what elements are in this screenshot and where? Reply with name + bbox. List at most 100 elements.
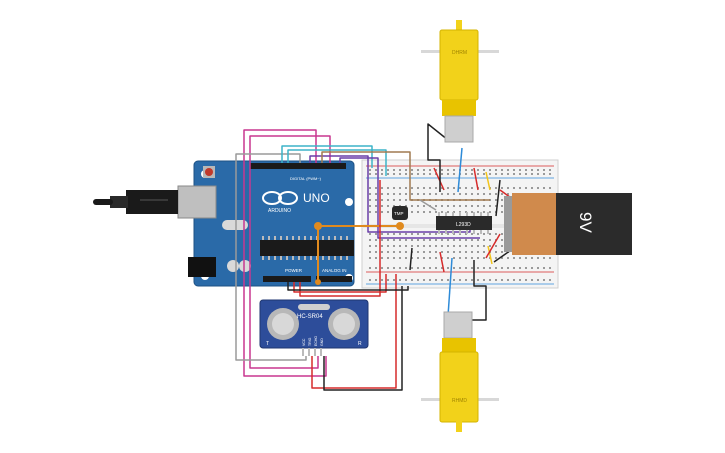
- breadboard-hole: [447, 245, 449, 247]
- breadboard-hole: [483, 173, 485, 175]
- breadboard-hole: [369, 187, 371, 189]
- breadboard-hole: [483, 211, 485, 213]
- bottom-motor: RHMD: [421, 311, 499, 432]
- breadboard-hole: [417, 187, 419, 189]
- breadboard-hole: [423, 279, 425, 281]
- breadboard-hole: [387, 267, 389, 269]
- breadboard-hole: [369, 245, 371, 247]
- chip-pin: [346, 236, 348, 240]
- breadboard-hole: [543, 169, 545, 171]
- breadboard-hole: [399, 279, 401, 281]
- breadboard-hole: [471, 173, 473, 175]
- chip-pin: [328, 256, 330, 260]
- breadboard-hole: [453, 245, 455, 247]
- breadboard-hole: [375, 239, 377, 241]
- breadboard-hole: [507, 173, 509, 175]
- breadboard-hole: [513, 257, 515, 259]
- breadboard-hole: [399, 193, 401, 195]
- breadboard-hole: [453, 187, 455, 189]
- breadboard-hole: [477, 279, 479, 281]
- breadboard-hole: [405, 233, 407, 235]
- breadboard-hole: [375, 257, 377, 259]
- breadboard-hole: [477, 211, 479, 213]
- driver-pin: [445, 212, 447, 216]
- sensor-label: HC-SR04: [297, 314, 323, 320]
- breadboard-hole: [417, 193, 419, 195]
- breadboard-hole: [381, 239, 383, 241]
- chip-pin: [286, 236, 288, 240]
- breadboard-hole: [465, 169, 467, 171]
- breadboard-hole: [417, 239, 419, 241]
- breadboard-hole: [411, 193, 413, 195]
- breadboard-hole: [369, 211, 371, 213]
- breadboard-hole: [441, 233, 443, 235]
- breadboard-hole: [471, 233, 473, 235]
- breadboard-hole: [531, 187, 533, 189]
- breadboard-hole: [441, 173, 443, 175]
- breadboard-hole: [405, 239, 407, 241]
- breadboard-hole: [489, 173, 491, 175]
- breadboard-hole: [405, 279, 407, 281]
- breadboard-hole: [411, 169, 413, 171]
- breadboard-hole: [483, 193, 485, 195]
- driver-pin: [480, 230, 482, 234]
- breadboard-hole: [393, 251, 395, 253]
- breadboard-hole: [489, 193, 491, 195]
- breadboard-hole: [471, 267, 473, 269]
- breadboard-hole: [405, 173, 407, 175]
- chip-pin: [334, 236, 336, 240]
- breadboard-hole: [387, 233, 389, 235]
- breadboard-hole: [399, 173, 401, 175]
- breadboard-hole: [507, 193, 509, 195]
- breadboard-hole: [387, 211, 389, 213]
- breadboard-hole: [375, 279, 377, 281]
- breadboard-hole: [483, 251, 485, 253]
- breadboard-hole: [411, 267, 413, 269]
- breadboard-hole: [411, 205, 413, 207]
- breadboard-hole: [387, 187, 389, 189]
- breadboard-hole: [441, 169, 443, 171]
- driver-pin: [445, 230, 447, 234]
- top-motor: DHRM: [421, 20, 499, 143]
- breadboard-hole: [531, 267, 533, 269]
- breadboard-hole: [381, 233, 383, 235]
- breadboard-hole: [411, 173, 413, 175]
- chip-pin: [262, 236, 264, 240]
- breadboard-hole: [423, 267, 425, 269]
- breadboard-hole: [483, 257, 485, 259]
- breadboard-hole: [525, 169, 527, 171]
- breadboard-hole: [525, 187, 527, 189]
- breadboard-hole: [501, 279, 503, 281]
- driver-pin: [487, 230, 489, 234]
- breadboard-hole: [495, 193, 497, 195]
- breadboard-hole: [435, 193, 437, 195]
- breadboard-hole: [387, 251, 389, 253]
- breadboard-hole: [429, 211, 431, 213]
- breadboard-hole: [417, 205, 419, 207]
- breadboard-hole: [483, 239, 485, 241]
- chip-pin: [328, 236, 330, 240]
- power-header-label: POWER: [285, 268, 303, 273]
- breadboard-hole: [387, 245, 389, 247]
- breadboard-hole: [495, 205, 497, 207]
- breadboard-hole: [429, 233, 431, 235]
- chip-pin: [310, 256, 312, 260]
- driver-pin: [466, 230, 468, 234]
- breadboard-hole: [417, 173, 419, 175]
- breadboard-hole: [369, 279, 371, 281]
- breadboard-hole: [513, 169, 515, 171]
- breadboard-hole: [453, 169, 455, 171]
- breadboard-hole: [447, 205, 449, 207]
- breadboard-hole: [405, 251, 407, 253]
- breadboard-hole: [375, 199, 377, 201]
- breadboard-hole: [483, 267, 485, 269]
- breadboard-hole: [423, 251, 425, 253]
- breadboard-hole: [513, 267, 515, 269]
- driver-pin: [452, 230, 454, 234]
- breadboard-hole: [375, 193, 377, 195]
- breadboard-hole: [465, 239, 467, 241]
- breadboard-hole: [441, 205, 443, 207]
- breadboard-hole: [513, 187, 515, 189]
- breadboard-hole: [381, 251, 383, 253]
- breadboard-hole: [549, 257, 551, 259]
